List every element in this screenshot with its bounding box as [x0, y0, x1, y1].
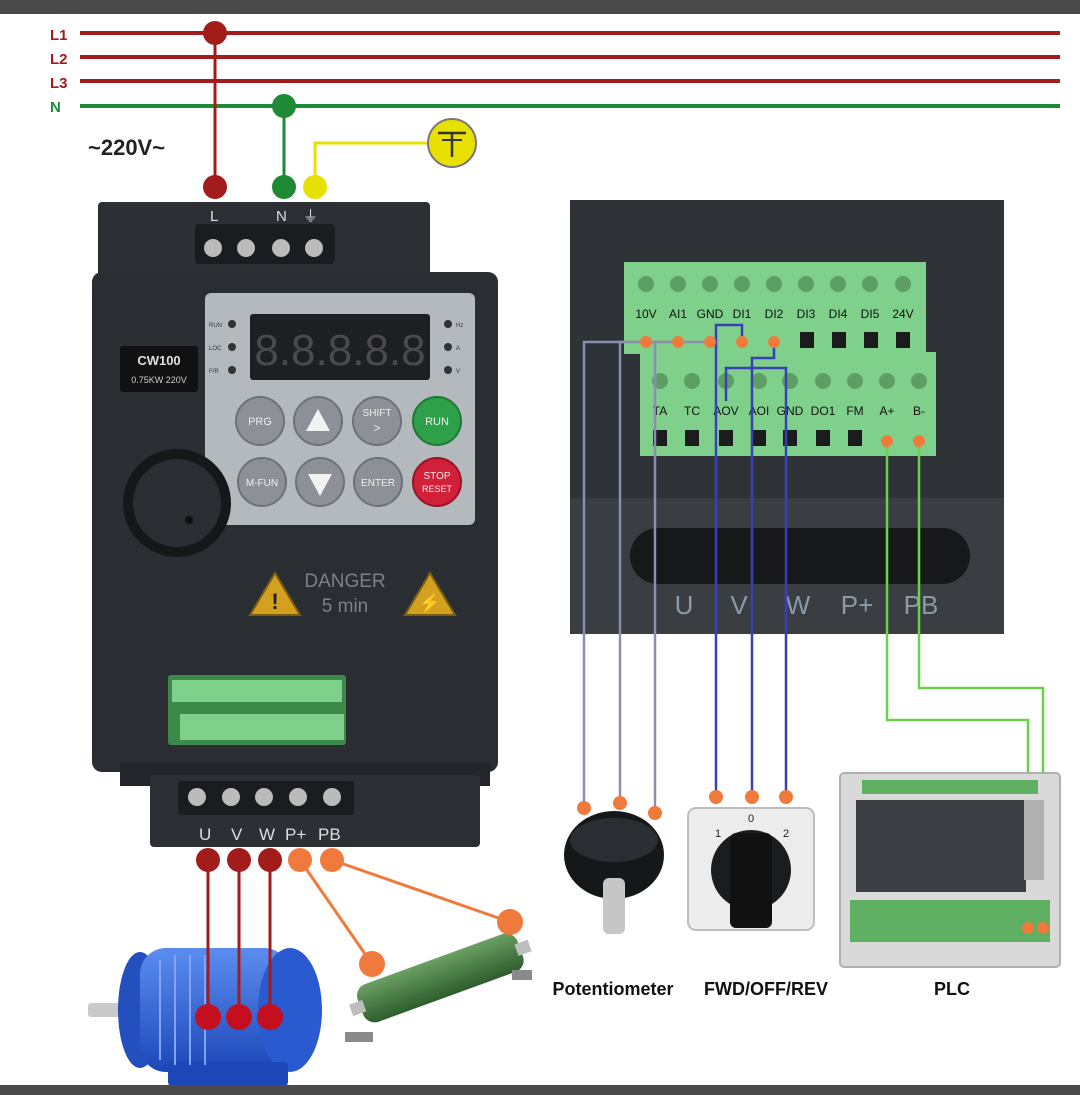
output-terminal-u: U: [199, 825, 211, 844]
svg-text:DI3: DI3: [797, 307, 816, 321]
svg-text:AI1: AI1: [669, 307, 687, 321]
bottom-row-labels: TA TC AOV AOI GND DO1 FM A+ B-: [653, 404, 925, 418]
svg-text:U: U: [675, 590, 694, 620]
svg-text:PRG: PRG: [248, 416, 272, 428]
svg-text:A+: A+: [879, 404, 894, 418]
caption-switch: FWD/OFF/REV: [704, 979, 828, 999]
voltage-label: ~220V~: [88, 135, 165, 160]
svg-text:DI1: DI1: [733, 307, 752, 321]
svg-text:TA: TA: [653, 404, 667, 418]
input-terminal-screws: [204, 239, 323, 257]
potentiometer: [564, 796, 664, 934]
brake-resistor: [345, 933, 532, 1042]
warning-time: 5 min: [322, 596, 368, 617]
bottom-row-screws: [652, 373, 927, 389]
shift-key[interactable]: [352, 396, 402, 446]
led-display: 8.8.8.8.8: [254, 326, 425, 375]
svg-text:Hz: Hz: [456, 323, 463, 329]
svg-text:DO1: DO1: [811, 404, 836, 418]
svg-text:F/R: F/R: [209, 369, 219, 375]
svg-text:ENTER: ENTER: [361, 478, 395, 489]
bottom-bar: [0, 1085, 1080, 1095]
earth-icon: [427, 118, 477, 168]
svg-text:⚡: ⚡: [419, 592, 441, 614]
svg-text:DI5: DI5: [861, 307, 880, 321]
svg-text:SHIFT: SHIFT: [363, 408, 392, 419]
svg-text:GND: GND: [697, 307, 724, 321]
output-terminal-screws: [188, 788, 341, 806]
svg-text:AOV: AOV: [713, 404, 738, 418]
mfun-key[interactable]: [237, 457, 287, 507]
svg-text:DI2: DI2: [765, 307, 784, 321]
output-terminal-v: V: [231, 825, 243, 844]
svg-text:TC: TC: [684, 404, 700, 418]
selector-pos-2: 2: [783, 828, 789, 840]
input-terminal-l: L: [210, 208, 218, 225]
top-row-screws: [638, 276, 911, 292]
svg-text:RUN: RUN: [425, 416, 449, 428]
status-leds: RUN LOC F/R Hz A V: [209, 320, 463, 375]
label-l1: L1: [50, 27, 68, 44]
top-row-labels: 10V AI1 GND DI1 DI2 DI3 DI4 DI5 24V: [635, 307, 913, 321]
up-arrow-icon: [306, 409, 330, 431]
svg-text:DI4: DI4: [829, 307, 848, 321]
svg-text:V: V: [456, 369, 460, 375]
top-row-sockets: [800, 332, 910, 348]
svg-text:B-: B-: [913, 404, 925, 418]
svg-text:AOI: AOI: [749, 404, 770, 418]
caption-plc: PLC: [934, 979, 970, 999]
svg-text:10V: 10V: [635, 307, 656, 321]
input-terminal-n: N: [276, 208, 287, 225]
power-row-labels: U V W P+ PB: [675, 590, 939, 620]
svg-text:RESET: RESET: [422, 484, 453, 494]
signal-wiring: [582, 323, 1045, 928]
stop-key[interactable]: [412, 457, 462, 507]
output-terminal-w: W: [259, 825, 275, 844]
warning-title: DANGER: [304, 571, 385, 592]
input-terminal-pe: ⏚: [303, 208, 318, 225]
prg-key[interactable]: [235, 396, 285, 446]
output-wiring: [195, 848, 523, 1030]
vfd-drive: L N ⏚ CW100 0.75KW 220V 8.8.8.8.8 RUN LO…: [92, 202, 498, 847]
svg-text:RUN: RUN: [209, 323, 222, 329]
top-bar: [0, 0, 1080, 14]
supply-lines: L1 L2 L3 N ~220V~: [50, 27, 1060, 160]
svg-text:W: W: [786, 590, 811, 620]
svg-text:>: >: [373, 421, 380, 435]
output-terminal-pb: PB: [318, 825, 341, 844]
selector-pos-0: 0: [748, 813, 754, 825]
svg-text:PB: PB: [904, 590, 939, 620]
svg-text:V: V: [730, 590, 748, 620]
enter-key[interactable]: [353, 457, 403, 507]
svg-text:24V: 24V: [892, 307, 913, 321]
run-key[interactable]: [412, 396, 462, 446]
svg-text:A: A: [456, 346, 460, 352]
selector-switch: 1 0 2: [687, 790, 815, 931]
output-terminal-p: P+: [285, 825, 306, 844]
down-arrow-icon: [308, 474, 332, 496]
svg-text:P+: P+: [841, 590, 874, 620]
plc: [839, 772, 1061, 968]
label-l3: L3: [50, 75, 68, 92]
svg-text:M-FUN: M-FUN: [246, 478, 278, 489]
caption-potentiometer: Potentiometer: [552, 979, 673, 999]
selector-pos-1: 1: [715, 828, 721, 840]
input-wiring: [203, 21, 477, 199]
svg-text:FM: FM: [846, 404, 863, 418]
label-n: N: [50, 99, 61, 116]
model-name: CW100: [137, 353, 180, 368]
svg-text:GND: GND: [777, 404, 804, 418]
svg-text:STOP: STOP: [423, 471, 450, 482]
label-l2: L2: [50, 51, 68, 68]
svg-text:LOC: LOC: [209, 346, 222, 352]
keypad-buttons: PRG SHIFT > RUN M-FUN ENTER STOP RESET: [235, 396, 462, 507]
model-rating: 0.75KW 220V: [131, 375, 187, 385]
warning-icon: ! ⚡: [248, 571, 457, 616]
svg-text:!: !: [271, 589, 278, 614]
